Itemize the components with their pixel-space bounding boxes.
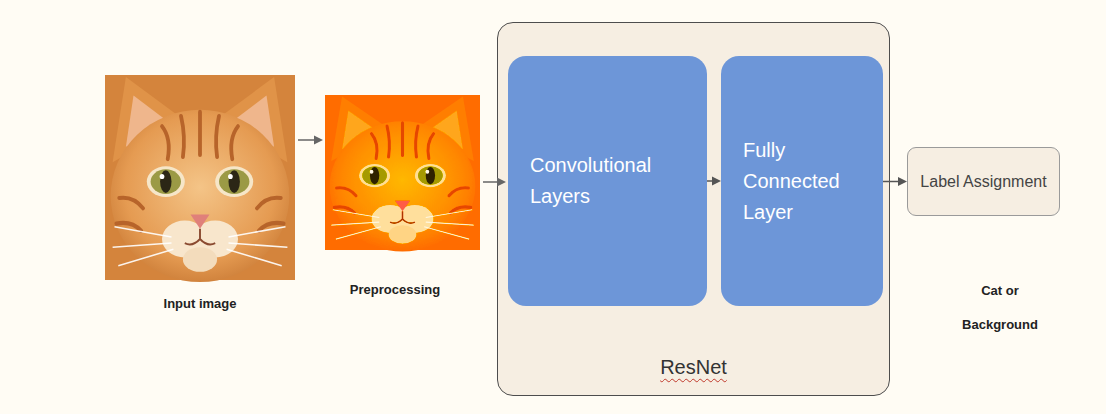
node-label: Convolutional Layers (530, 150, 689, 212)
node-label: ResNet (660, 356, 727, 379)
caption-label: Cat or Background (954, 274, 1046, 342)
network-container: ResNet Convolutional Layers Fully Connecte… (497, 22, 890, 396)
node-label: Fully Connected Layer (743, 135, 865, 228)
node-label: Label Assignment (920, 171, 1046, 192)
input-cat-image (105, 75, 295, 282)
flow-arrow (883, 177, 907, 186)
flow-arrow (707, 177, 721, 186)
preprocessed-cat-image (325, 95, 480, 252)
layer-block: Convolutional Layers (508, 56, 707, 306)
layout-arrow (298, 136, 506, 187)
layer-block: Fully Connected Layer (721, 56, 883, 306)
caption-label: Preprocessing (320, 273, 470, 307)
output-box: Label Assignment (907, 147, 1060, 216)
caption-label: Input image (120, 287, 280, 321)
